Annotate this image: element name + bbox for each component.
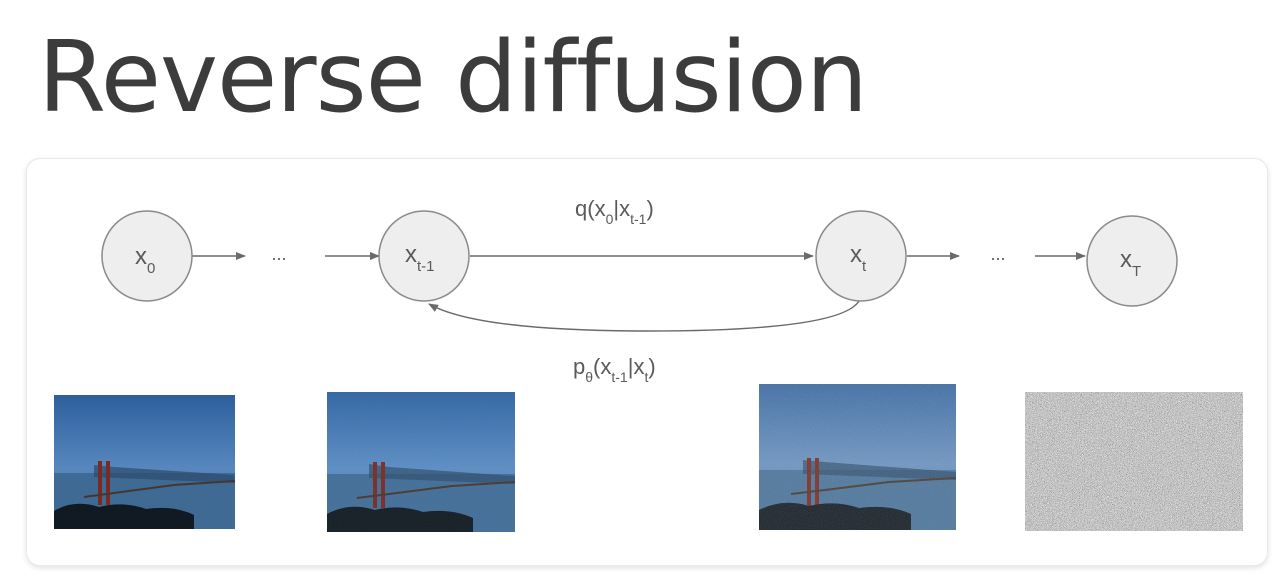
diffusion-diagram: ... ... x0 xt-1 xt xT bbox=[101, 196, 1178, 385]
ellipsis-left: ... bbox=[271, 244, 286, 264]
xT-image bbox=[1025, 392, 1243, 531]
svg-text:x0: x0 bbox=[135, 243, 155, 277]
svg-text:xt: xt bbox=[850, 241, 867, 275]
node-xt: xt bbox=[815, 210, 907, 302]
forward-label: q(x0|xt-1) bbox=[575, 196, 654, 227]
svg-text:xT: xT bbox=[1120, 246, 1141, 280]
diagram-card: ... ... x0 xt-1 xt xT bbox=[26, 158, 1268, 566]
x0-image bbox=[54, 395, 235, 529]
node-x0: x0 bbox=[101, 210, 193, 302]
xt-image bbox=[759, 384, 956, 530]
slide-title: Reverse diffusion bbox=[38, 21, 868, 135]
svg-text:xt-1: xt-1 bbox=[405, 241, 435, 275]
reverse-arrow bbox=[428, 298, 861, 332]
ellipsis-right: ... bbox=[990, 244, 1005, 264]
xt-1-image bbox=[327, 392, 515, 532]
node-xt-1: xt-1 bbox=[378, 210, 470, 302]
node-xT: xT bbox=[1086, 215, 1178, 307]
reverse-label: pθ(xt-1|xt) bbox=[573, 354, 656, 385]
